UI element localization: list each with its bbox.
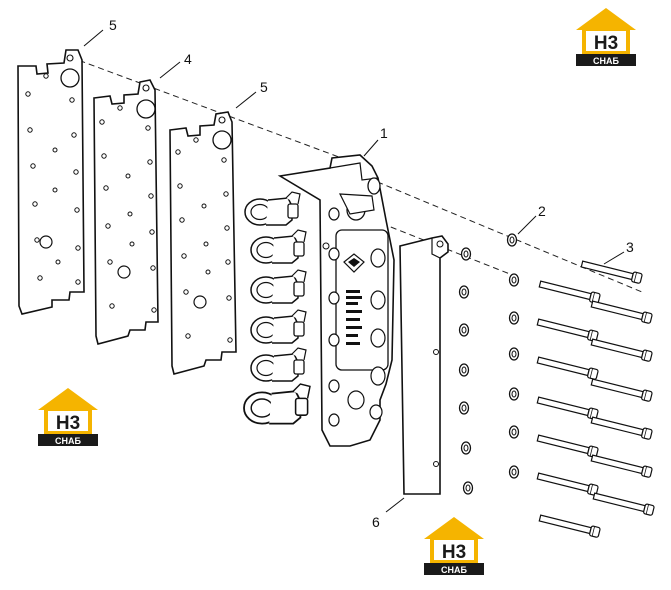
callout-4: 4	[184, 51, 192, 67]
svg-text:H3: H3	[442, 542, 466, 563]
leader-lines	[83, 29, 625, 513]
callout-6: 6	[372, 514, 380, 530]
gasket-plate-right	[169, 111, 237, 375]
callout-5-right: 5	[260, 79, 268, 95]
svg-text:СНАБ: СНАБ	[593, 56, 619, 66]
spacer-plate	[399, 235, 449, 495]
callout-2: 2	[538, 203, 546, 219]
svg-text:H3: H3	[594, 33, 618, 54]
brand-logo-bottom: H3 СНАБ	[424, 517, 484, 575]
brand-logo-top-right: H3 СНАБ	[576, 8, 636, 66]
callout-3: 3	[626, 239, 634, 255]
svg-text:СНАБ: СНАБ	[441, 565, 467, 575]
callout-5-left: 5	[109, 17, 117, 33]
svg-text:СНАБ: СНАБ	[55, 436, 81, 446]
washers-front	[458, 247, 474, 495]
bolts-item-3	[536, 258, 655, 539]
gasket-plate-left	[17, 49, 85, 315]
callout-1: 1	[380, 125, 388, 141]
brand-logo-left: H3 СНАБ	[38, 388, 98, 446]
washers-item-2	[506, 233, 520, 479]
svg-text:H3: H3	[56, 413, 80, 434]
solenoid-valve-block	[243, 154, 395, 447]
gasket-plate-4	[93, 79, 159, 345]
